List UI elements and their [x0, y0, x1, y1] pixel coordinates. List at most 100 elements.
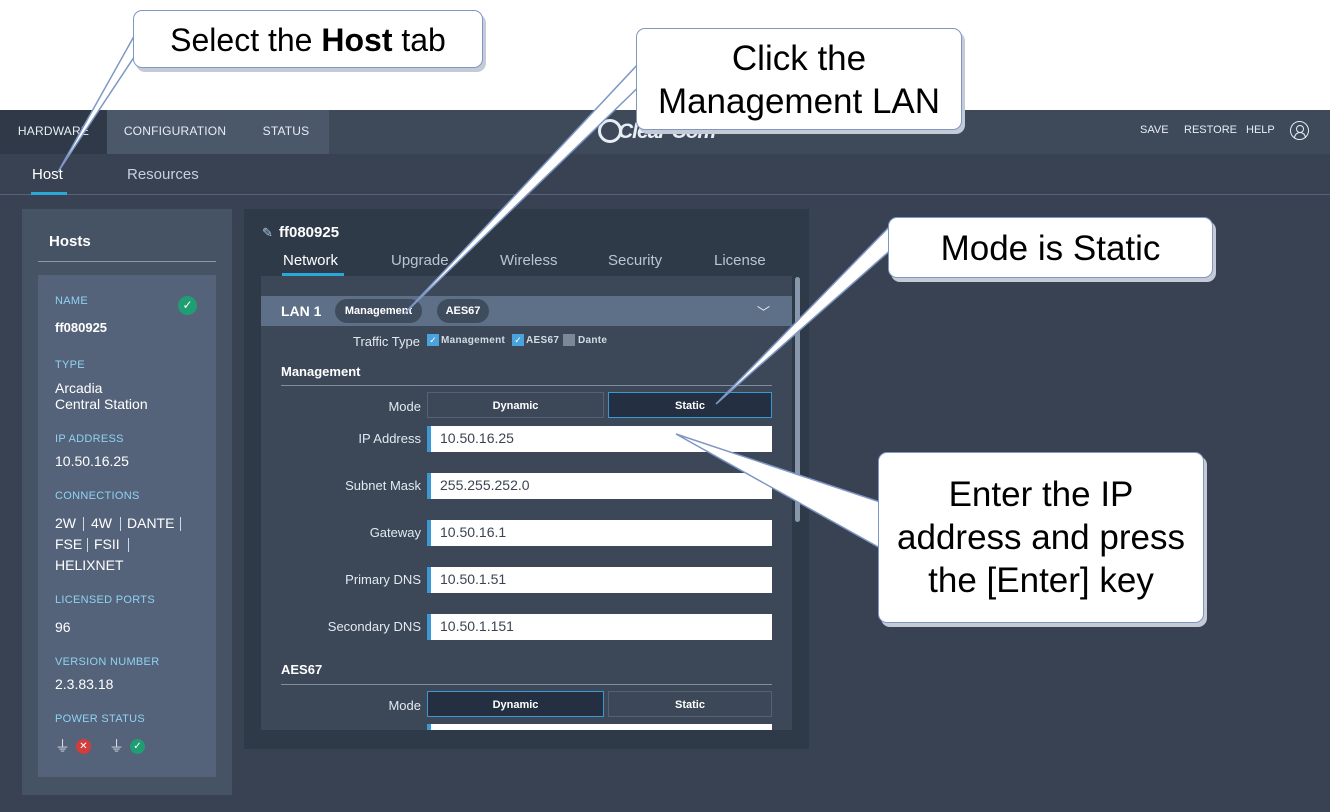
aes67-ip-input[interactable]: [427, 724, 772, 730]
type-value-line1: Arcadia: [55, 380, 103, 396]
dante-checkbox-label: Dante: [578, 335, 608, 346]
divider: [38, 261, 216, 262]
tab-network[interactable]: Network: [283, 252, 339, 269]
restore-button[interactable]: RESTORE: [1184, 124, 1237, 136]
hosts-panel: Hosts NAME ✓ ff080925 TYPE Arcadia Centr…: [22, 209, 232, 795]
version-label: VERSION NUMBER: [55, 656, 160, 668]
host-detail-panel: ✎ ff080925 Network Upgrade Wireless Secu…: [244, 209, 809, 749]
help-button[interactable]: HELP: [1246, 124, 1275, 136]
callout-text: tab: [392, 22, 446, 58]
callout-line: the [Enter] key: [928, 561, 1154, 600]
save-button[interactable]: SAVE: [1140, 124, 1169, 136]
dante-checkbox[interactable]: [563, 334, 575, 346]
type-value-line2: Central Station: [55, 396, 148, 412]
sub-nav: Host Resources: [0, 154, 1330, 195]
mode-label: Mode: [388, 399, 421, 414]
connection-dante: DANTE: [127, 515, 175, 531]
callout-line: address and press: [897, 518, 1185, 557]
secondary-dns-input[interactable]: 10.50.1.151: [427, 614, 772, 640]
management-checkbox-label: Management: [441, 335, 506, 346]
callout-line: Click the: [731, 39, 867, 78]
nav-tab-status[interactable]: STATUS: [243, 110, 329, 154]
scrollbar[interactable]: [795, 277, 800, 522]
nav-tab-hardware[interactable]: HARDWARE: [0, 110, 107, 154]
separator: [83, 517, 84, 531]
callout-select-host-tab: Select the Host tab: [133, 10, 483, 68]
check-icon: ✓: [130, 739, 145, 754]
lan-1-header[interactable]: LAN 1 Management AES67 ﹀: [261, 296, 792, 326]
connection-4w: 4W: [91, 515, 112, 531]
name-label: NAME: [55, 295, 88, 307]
secondary-dns-label: Secondary DNS: [327, 619, 421, 634]
aes67-mode-label: Mode: [388, 698, 421, 713]
aes67-pill[interactable]: AES67: [437, 299, 489, 323]
aes67-checkbox-label: AES67: [526, 335, 560, 346]
pencil-icon[interactable]: ✎: [262, 225, 273, 240]
ip-label: IP ADDRESS: [55, 433, 124, 445]
mode-dynamic-button[interactable]: Dynamic: [427, 392, 604, 418]
callout-line: Enter the IP: [948, 475, 1134, 514]
host-card[interactable]: NAME ✓ ff080925 TYPE Arcadia Central Sta…: [38, 275, 216, 777]
gateway-label: Gateway: [369, 525, 421, 540]
ip-value: 10.50.16.25: [55, 453, 129, 469]
active-tab-indicator: [282, 273, 344, 276]
callout-bold-text: Host: [321, 22, 393, 58]
gateway-value: 10.50.16.1: [440, 524, 507, 540]
management-pill[interactable]: Management: [335, 299, 422, 323]
licensed-ports-value: 96: [55, 619, 71, 635]
separator: [128, 538, 129, 552]
mode-static-button[interactable]: Static: [608, 392, 772, 418]
licensed-ports-label: LICENSED PORTS: [55, 594, 155, 606]
user-account-icon[interactable]: [1290, 121, 1309, 140]
separator: [180, 517, 181, 531]
tab-resources[interactable]: Resources: [127, 166, 199, 183]
tab-host[interactable]: Host: [32, 166, 63, 183]
callout-mode-static: Mode is Static: [888, 217, 1213, 278]
subnet-mask-value: 255.255.252.0: [440, 477, 530, 493]
tab-upgrade[interactable]: Upgrade: [391, 252, 449, 269]
connection-2w: 2W: [55, 515, 76, 531]
subnet-mask-input[interactable]: 255.255.252.0: [427, 473, 772, 499]
management-section-title: Management: [281, 364, 361, 379]
primary-dns-value: 10.50.1.51: [440, 571, 507, 587]
host-name-value: ff080925: [55, 320, 108, 335]
power-plug-icon: ⏚: [109, 738, 125, 755]
aes67-checkbox[interactable]: ✓: [512, 334, 524, 346]
aes67-section-title: AES67: [281, 662, 323, 677]
ip-address-input[interactable]: 10.50.16.25: [427, 426, 772, 452]
callout-line: Management LAN: [657, 82, 941, 121]
tab-security[interactable]: Security: [608, 252, 663, 269]
connection-fse: FSE: [55, 536, 83, 552]
network-settings-area: LAN 1 Management AES67 ﹀ Traffic Type ✓ …: [261, 276, 792, 730]
callout-text: Select the: [170, 22, 322, 58]
management-checkbox[interactable]: ✓: [427, 334, 439, 346]
power-status-label: POWER STATUS: [55, 713, 145, 725]
active-tab-indicator: [31, 192, 67, 195]
lan-title: LAN 1: [281, 303, 322, 319]
connection-helixnet: HELIXNET: [55, 557, 124, 573]
tab-wireless[interactable]: Wireless: [500, 252, 558, 269]
nav-tab-configuration[interactable]: CONFIGURATION: [107, 110, 243, 154]
version-value: 2.3.83.18: [55, 676, 114, 692]
gateway-input[interactable]: 10.50.16.1: [427, 520, 772, 546]
connection-fsii: FSII: [94, 536, 120, 552]
error-icon: ✕: [76, 739, 91, 754]
connections-label: CONNECTIONS: [55, 490, 140, 502]
primary-dns-input[interactable]: 10.50.1.51: [427, 567, 772, 593]
primary-dns-label: Primary DNS: [345, 572, 421, 587]
aes67-mode-dynamic-button[interactable]: Dynamic: [427, 691, 604, 717]
divider: [281, 684, 772, 685]
subnet-mask-label: Subnet Mask: [345, 478, 421, 493]
chevron-down-icon[interactable]: ﹀: [757, 305, 771, 320]
ip-address-value: 10.50.16.25: [440, 430, 514, 446]
callout-text: Mode is Static: [940, 229, 1161, 268]
ip-address-label: IP Address: [358, 431, 421, 446]
separator: [120, 517, 121, 531]
tab-license[interactable]: License: [714, 252, 766, 269]
traffic-type-label: Traffic Type: [353, 334, 420, 349]
check-icon: ✓: [178, 296, 197, 315]
callout-enter-ip: Enter the IP address and press the [Ente…: [878, 452, 1204, 623]
callout-management-lan: Click the Management LAN: [636, 28, 962, 130]
aes67-mode-static-button[interactable]: Static: [608, 691, 772, 717]
separator: [87, 538, 88, 552]
